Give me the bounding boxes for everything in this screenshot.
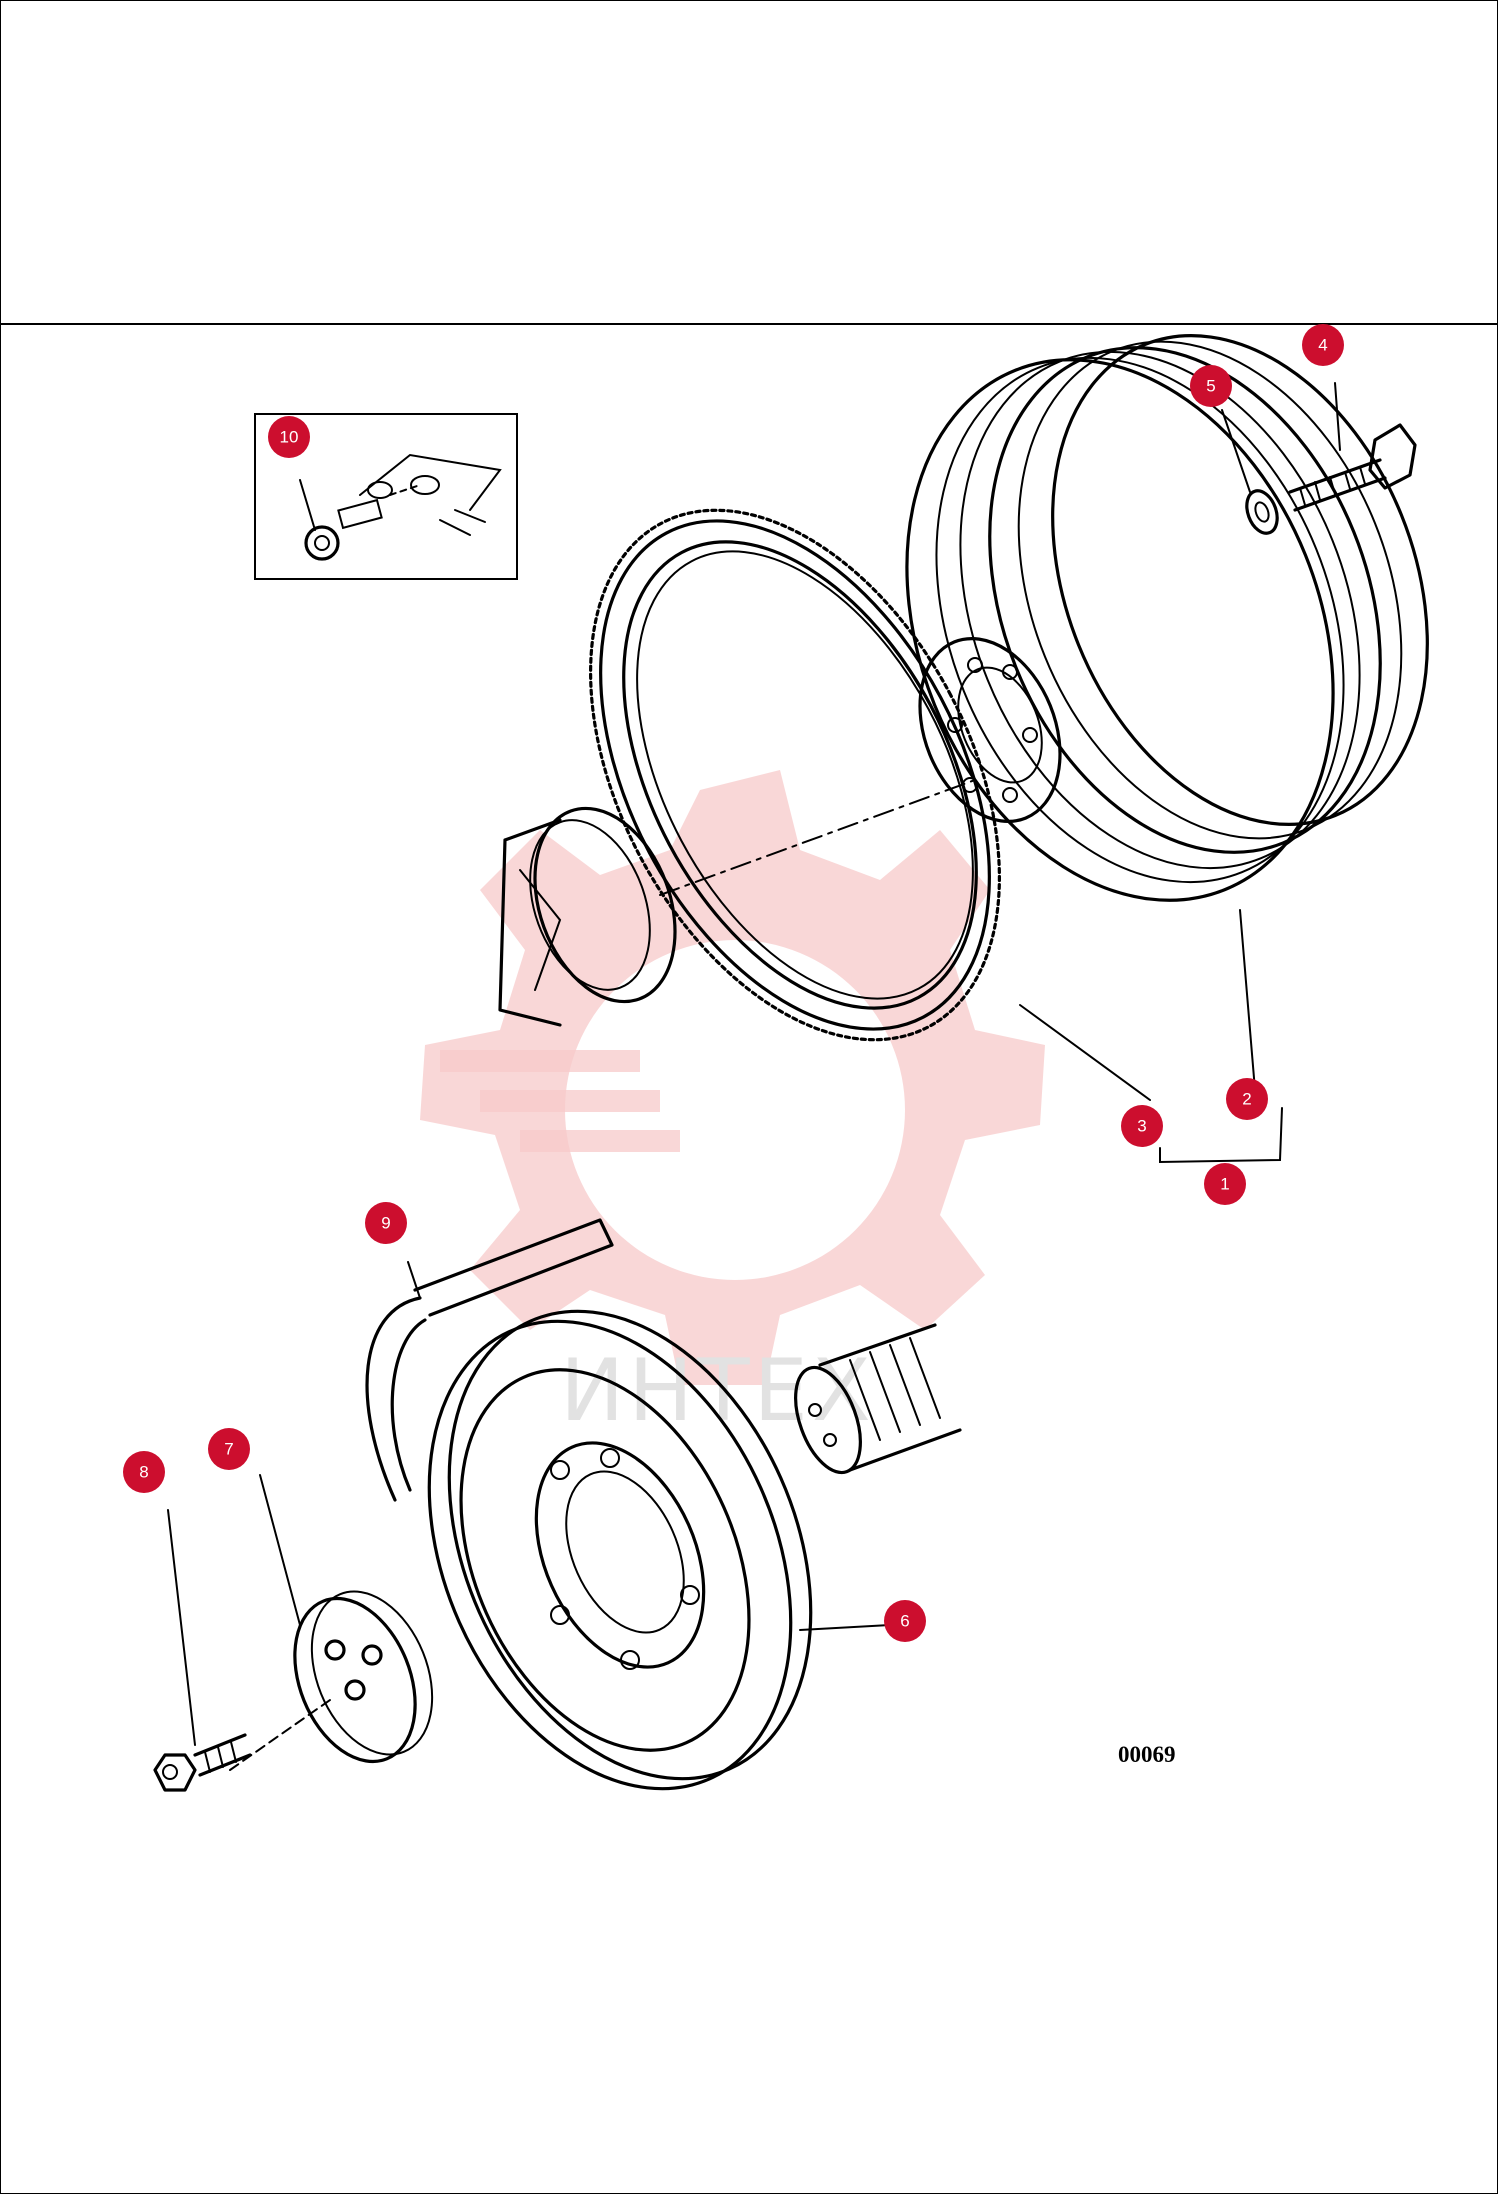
watermark-text: ИНТЕХ: [560, 1341, 875, 1441]
leader-3: [1019, 1004, 1151, 1101]
callout-10: 10: [268, 416, 310, 458]
callout-4: 4: [1302, 324, 1344, 366]
bracket-1: [1159, 1107, 1283, 1164]
svg-text:8: 8: [139, 1463, 148, 1482]
crankshaft-pulley: [427, 1309, 891, 1791]
svg-text:3: 3: [1137, 1117, 1146, 1136]
callout-9: 9: [365, 1202, 407, 1244]
callout-2: 2: [1226, 1078, 1268, 1120]
pulley-bolt: [153, 1509, 252, 1792]
callout-7: 7: [208, 1428, 250, 1470]
svg-text:2: 2: [1242, 1090, 1251, 1109]
pulley-washer: [229, 1474, 434, 1771]
svg-text:6: 6: [900, 1612, 909, 1631]
svg-text:1: 1: [1220, 1175, 1229, 1194]
belt-key: [365, 1218, 614, 1502]
callout-5: 5: [1190, 365, 1232, 407]
ring-gear: [589, 508, 1001, 1042]
flywheel-bolt: [1288, 382, 1417, 512]
svg-text:5: 5: [1206, 377, 1215, 396]
callout-8: 8: [123, 1451, 165, 1493]
svg-text:7: 7: [224, 1440, 233, 1459]
callout-6: 6: [884, 1600, 926, 1642]
watermark-gear-icon: [420, 770, 1045, 1385]
inset-detail: [254, 413, 518, 580]
callout-markers: 1 2 3 4 5 6 7 8 9 10: [123, 324, 1344, 1642]
svg-text:10: 10: [280, 428, 299, 447]
crankshaft-end: [498, 779, 976, 1027]
drawing-number: 00069: [1118, 1742, 1176, 1767]
flywheel-washer: [1221, 409, 1279, 535]
splined-hub: [794, 1323, 962, 1475]
callout-3: 3: [1121, 1105, 1163, 1147]
leader-2: [1239, 909, 1256, 1091]
callout-1: 1: [1204, 1163, 1246, 1205]
flywheel: [905, 334, 1429, 902]
svg-text:9: 9: [381, 1214, 390, 1233]
svg-text:4: 4: [1318, 336, 1327, 355]
